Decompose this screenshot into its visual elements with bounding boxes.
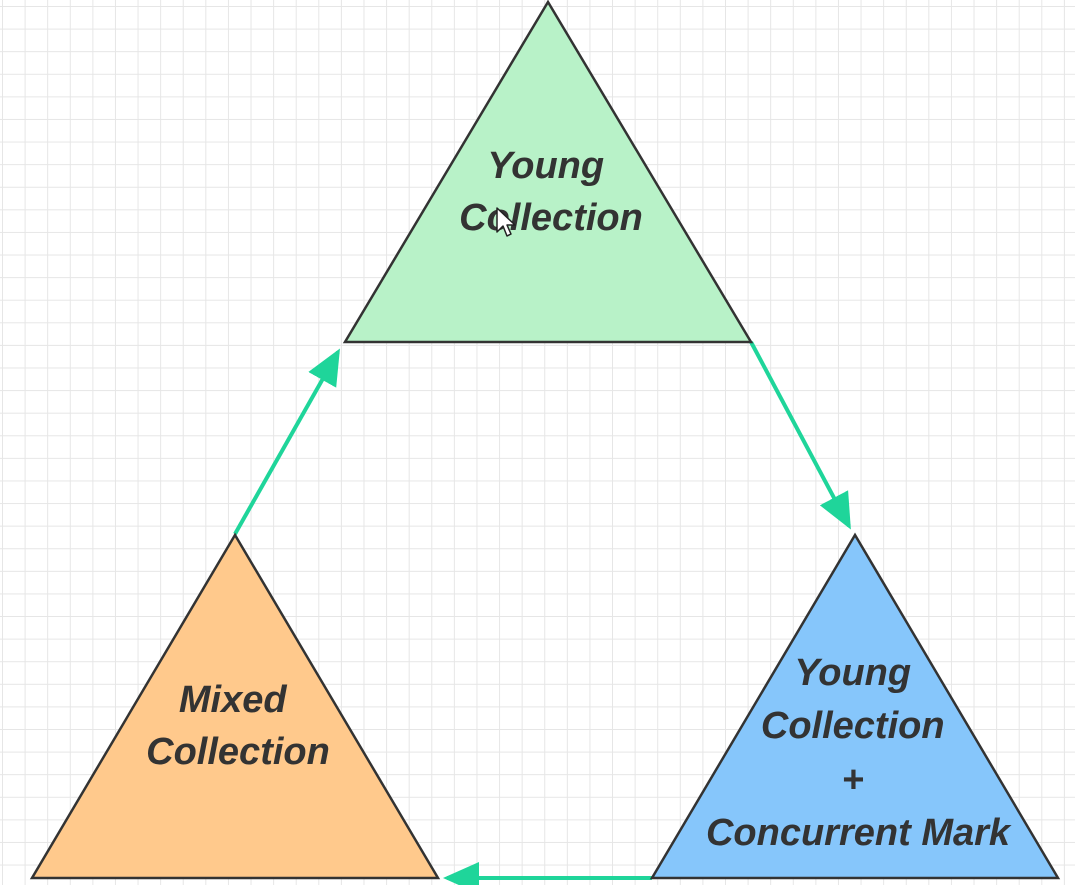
- arrow-pointer-icon: [496, 207, 516, 237]
- node-mixed-collection[interactable]: Mixed Collection: [29, 532, 441, 880]
- label-line: Collection: [146, 731, 330, 773]
- triangle-shape: [29, 532, 441, 880]
- node-young-collection[interactable]: Young Collection: [342, 0, 754, 344]
- label-line: Young: [794, 652, 911, 694]
- node-label: Young Collection: [459, 145, 643, 239]
- arrow-young-to-concurrent-mark[interactable]: [749, 341, 851, 530]
- node-label: Young Collection + Concurrent Mark: [706, 652, 1012, 854]
- triangle-shape: [649, 532, 1061, 880]
- label-line: Collection: [459, 197, 643, 239]
- label-line: Collection: [761, 705, 945, 747]
- node-label: Mixed Collection: [146, 679, 330, 773]
- node-young-collection-concurrent-mark[interactable]: Young Collection + Concurrent Mark: [649, 532, 1061, 880]
- arrow-mixed-to-young[interactable]: [233, 348, 340, 535]
- label-line: Young: [487, 145, 604, 187]
- label-line: +: [842, 759, 864, 801]
- label-line: Mixed: [179, 679, 287, 721]
- label-line: Concurrent Mark: [706, 812, 1012, 854]
- edges: [233, 341, 851, 885]
- triangle-shape: [342, 0, 754, 344]
